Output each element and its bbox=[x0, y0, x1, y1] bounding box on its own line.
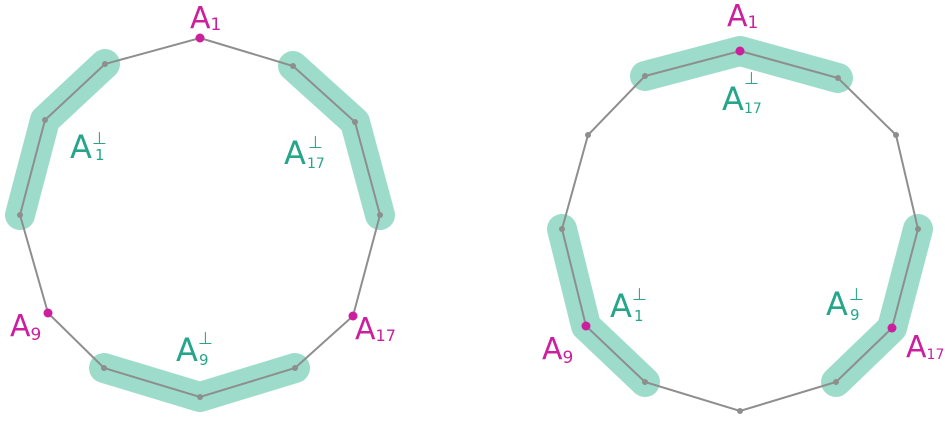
left-vertex bbox=[377, 212, 383, 218]
left-band-a9perp bbox=[89, 353, 310, 412]
svg-text:⊥: ⊥ bbox=[849, 285, 864, 305]
svg-text:1: 1 bbox=[95, 146, 105, 164]
svg-text:17: 17 bbox=[744, 101, 762, 117]
left-vertex bbox=[290, 63, 296, 69]
right-label-a17: A17 bbox=[906, 330, 944, 365]
left-label-a1: A1 bbox=[190, 1, 221, 36]
right-vertex bbox=[737, 408, 743, 414]
left-band-a17perp bbox=[278, 51, 395, 230]
svg-text:A: A bbox=[284, 134, 306, 172]
right-vertex bbox=[893, 132, 899, 138]
svg-text:⊥: ⊥ bbox=[632, 285, 647, 305]
left-diagram: A1 A9 A17 A ⊥ 1 A ⊥ 17 A ⊥ 9 bbox=[5, 1, 396, 412]
right-vertex bbox=[835, 75, 841, 81]
right-label-a1perp: A ⊥ 1 bbox=[610, 285, 647, 325]
svg-text:17: 17 bbox=[307, 156, 325, 172]
right-vertex bbox=[642, 73, 648, 79]
left-label-a9perp: A ⊥ 9 bbox=[176, 329, 213, 369]
right-band-a1perp bbox=[547, 214, 660, 397]
svg-text:9: 9 bbox=[199, 351, 209, 369]
left-label-a17perp: A ⊥ 17 bbox=[284, 133, 325, 172]
right-label-a1: A1 bbox=[727, 0, 758, 34]
left-vertex bbox=[17, 212, 23, 218]
svg-text:1: 1 bbox=[634, 307, 644, 325]
left-vertex bbox=[352, 119, 358, 125]
right-label-a17perp: A ⊥ 17 bbox=[722, 69, 762, 118]
right-point-a17 bbox=[887, 323, 897, 333]
right-diagram: A1 A9 A17 A ⊥ 17 A ⊥ 1 A ⊥ 9 bbox=[542, 0, 944, 414]
left-point-a9 bbox=[43, 308, 53, 318]
left-point-a17 bbox=[348, 311, 358, 321]
svg-text:⊥: ⊥ bbox=[92, 129, 107, 149]
left-vertex bbox=[292, 365, 298, 371]
left-label-a17: A17 bbox=[355, 312, 396, 347]
svg-text:A: A bbox=[70, 128, 92, 166]
svg-text:⊥: ⊥ bbox=[744, 69, 759, 89]
left-label-a9: A9 bbox=[10, 309, 41, 345]
left-label-a1perp: A ⊥ 1 bbox=[70, 128, 107, 166]
svg-text:A: A bbox=[826, 285, 848, 323]
svg-text:⊥: ⊥ bbox=[198, 329, 213, 349]
svg-text:⊥: ⊥ bbox=[308, 133, 323, 153]
right-vertex bbox=[833, 379, 839, 385]
right-point-a9 bbox=[581, 321, 591, 331]
left-point-a1 bbox=[195, 33, 205, 43]
right-vertex bbox=[585, 132, 591, 138]
right-point-a1 bbox=[735, 46, 745, 56]
right-label-a9perp: A ⊥ 9 bbox=[826, 285, 864, 324]
right-vertex bbox=[642, 379, 648, 385]
left-vertex bbox=[42, 117, 48, 123]
right-label-a9: A9 bbox=[542, 332, 573, 368]
svg-text:A: A bbox=[610, 287, 632, 325]
right-vertex bbox=[559, 226, 565, 232]
svg-text:A: A bbox=[176, 331, 198, 369]
left-vertex bbox=[197, 394, 203, 400]
left-vertex bbox=[101, 365, 107, 371]
svg-text:A: A bbox=[722, 80, 744, 118]
svg-text:9: 9 bbox=[850, 306, 860, 324]
right-vertex bbox=[915, 226, 921, 232]
left-vertex bbox=[102, 61, 108, 67]
